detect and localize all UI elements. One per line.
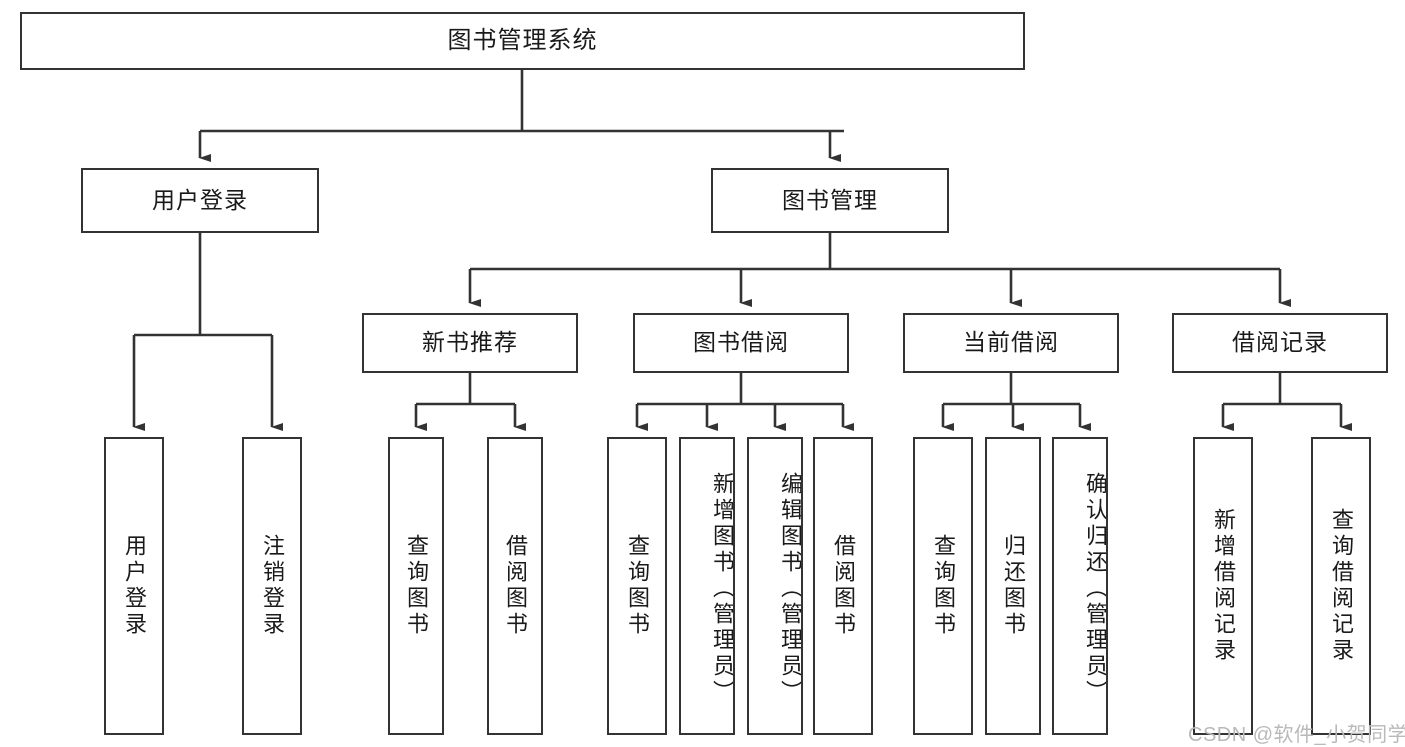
node-leaf-add-book[interactable]: 新增图书（管理员） bbox=[679, 437, 735, 735]
node-leaf-query-record[interactable]: 查询借阅记录 bbox=[1311, 437, 1371, 735]
node-root[interactable]: 图书管理系统 bbox=[20, 12, 1025, 70]
node-current-borrow-label: 当前借阅 bbox=[963, 329, 1059, 356]
node-leaf-query-book-1[interactable]: 查询图书 bbox=[388, 437, 444, 735]
node-borrow-record[interactable]: 借阅记录 bbox=[1172, 313, 1388, 373]
node-book-borrow[interactable]: 图书借阅 bbox=[633, 313, 849, 373]
node-user-login-label: 用户登录 bbox=[152, 186, 248, 213]
node-user-login[interactable]: 用户登录 bbox=[81, 168, 319, 233]
node-leaf-user-logout-label: 注销登录 bbox=[260, 534, 285, 638]
node-leaf-query-book-3[interactable]: 查询图书 bbox=[913, 437, 973, 735]
watermark: CSDN @软件_小贺同学 bbox=[1188, 724, 1405, 746]
node-leaf-query-book-1-label: 查询图书 bbox=[404, 534, 429, 638]
node-leaf-confirm-return-label: 确认归还（管理员） bbox=[1083, 472, 1108, 706]
node-leaf-user-logout[interactable]: 注销登录 bbox=[242, 437, 302, 735]
node-leaf-borrow-book-1-label: 借阅图书 bbox=[503, 534, 528, 638]
node-leaf-add-book-label: 新增图书（管理员） bbox=[710, 472, 735, 706]
node-leaf-add-record[interactable]: 新增借阅记录 bbox=[1193, 437, 1253, 735]
node-leaf-query-book-2[interactable]: 查询图书 bbox=[607, 437, 667, 735]
node-leaf-query-book-3-label: 查询图书 bbox=[931, 534, 956, 638]
node-leaf-borrow-book-2[interactable]: 借阅图书 bbox=[813, 437, 873, 735]
node-leaf-confirm-return[interactable]: 确认归还（管理员） bbox=[1052, 437, 1108, 735]
node-leaf-user-login[interactable]: 用户登录 bbox=[104, 437, 164, 735]
node-leaf-borrow-book-2-label: 借阅图书 bbox=[831, 534, 856, 638]
node-leaf-query-book-2-label: 查询图书 bbox=[625, 534, 650, 638]
node-book-manage[interactable]: 图书管理 bbox=[711, 168, 949, 233]
node-new-book-recommend-label: 新书推荐 bbox=[422, 329, 518, 356]
node-new-book-recommend[interactable]: 新书推荐 bbox=[362, 313, 578, 373]
node-leaf-edit-book-label: 编辑图书（管理员） bbox=[778, 472, 803, 706]
node-leaf-user-login-label: 用户登录 bbox=[122, 534, 147, 638]
node-book-manage-label: 图书管理 bbox=[782, 186, 878, 213]
node-leaf-borrow-book-1[interactable]: 借阅图书 bbox=[487, 437, 543, 735]
node-leaf-edit-book[interactable]: 编辑图书（管理员） bbox=[747, 437, 803, 735]
node-borrow-record-label: 借阅记录 bbox=[1232, 329, 1328, 356]
node-leaf-return-book[interactable]: 归还图书 bbox=[985, 437, 1041, 735]
node-book-borrow-label: 图书借阅 bbox=[693, 329, 789, 356]
node-current-borrow[interactable]: 当前借阅 bbox=[903, 313, 1119, 373]
node-root-label: 图书管理系统 bbox=[447, 26, 598, 54]
node-leaf-return-book-label: 归还图书 bbox=[1001, 534, 1026, 638]
node-leaf-add-record-label: 新增借阅记录 bbox=[1211, 508, 1236, 664]
node-leaf-query-record-label: 查询借阅记录 bbox=[1329, 508, 1354, 664]
